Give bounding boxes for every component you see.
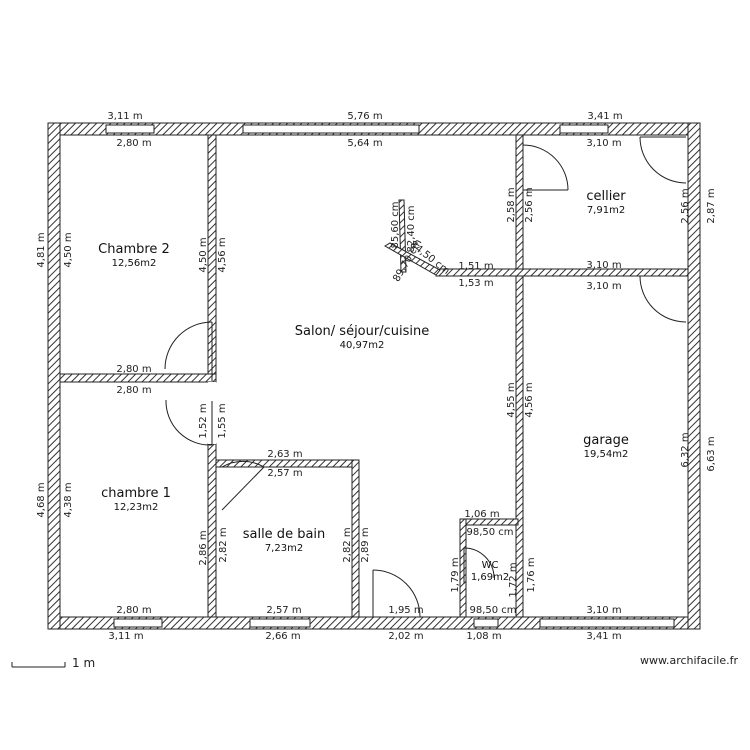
dim-label: 98,50 cm bbox=[466, 527, 513, 538]
dim-label: 4,68 m bbox=[36, 482, 47, 517]
dim-label: 4,55 m bbox=[506, 382, 517, 417]
dim-label: 1,06 m bbox=[464, 509, 499, 520]
dim-label: 2,63 m bbox=[267, 449, 302, 460]
window-bottom-garage bbox=[539, 618, 675, 628]
dim-label: 2,86 m bbox=[198, 530, 209, 565]
dim-label: 3,10 m bbox=[586, 260, 621, 271]
dim-label: 3,10 m bbox=[586, 138, 621, 149]
dim-label: 4,50 m bbox=[198, 237, 209, 272]
room-area-wc: 1,69m2 bbox=[471, 572, 509, 583]
site-credit: www.archifacile.fr bbox=[640, 654, 738, 667]
dim-label: 2,57 m bbox=[267, 468, 302, 479]
dim-label: 1,52 m bbox=[198, 403, 209, 438]
room-name-cellier: cellier bbox=[586, 189, 626, 204]
dim-label: 5,64 m bbox=[347, 138, 382, 149]
window-top-ch2 bbox=[105, 124, 155, 134]
dim-label: 2,80 m bbox=[116, 605, 151, 616]
dim-label: 3,11 m bbox=[107, 111, 142, 122]
dim-label: 2,80 m bbox=[116, 364, 151, 375]
dim-label: 85,60 cm bbox=[390, 201, 401, 248]
room-area-cellier: 7,91m2 bbox=[587, 205, 625, 216]
dim-label: 4,56 m bbox=[217, 237, 228, 272]
window-bottom-wc bbox=[473, 618, 499, 628]
dim-label: 4,81 m bbox=[36, 232, 47, 267]
dim-label: 2,82 m bbox=[218, 527, 229, 562]
dim-label: 2,56 m bbox=[680, 188, 691, 223]
room-area-sdb: 7,23m2 bbox=[265, 543, 303, 554]
dim-label: 2,89 m bbox=[360, 527, 371, 562]
dim-label: 2,80 m bbox=[116, 138, 151, 149]
horizontal-dimensions: 3,11 m 5,76 m 3,41 m 2,80 m 5,64 m 3,10 … bbox=[107, 111, 622, 642]
dim-label: 2,58 m bbox=[506, 187, 517, 222]
dim-label: 6,32 m bbox=[680, 432, 691, 467]
room-name-wc: WC bbox=[482, 560, 499, 571]
dim-label: 1,53 m bbox=[458, 278, 493, 289]
dim-label: 82,40 cm bbox=[406, 205, 417, 252]
room-area-chambre1: 12,23m2 bbox=[114, 502, 159, 513]
dim-label: 2,87 m bbox=[706, 188, 717, 223]
dim-label: 1,95 m bbox=[388, 605, 423, 616]
room-name-garage: garage bbox=[583, 433, 629, 448]
dim-label: 2,82 m bbox=[342, 527, 353, 562]
room-area-chambre2: 12,56m2 bbox=[112, 258, 157, 269]
room-name-chambre2: Chambre 2 bbox=[98, 242, 170, 257]
dim-label: 2,56 m bbox=[524, 187, 535, 222]
dim-label: 4,38 m bbox=[63, 482, 74, 517]
dim-label: 1,79 m bbox=[450, 557, 461, 592]
scale-bar: 1 m bbox=[11, 656, 95, 670]
dim-label: 3,41 m bbox=[586, 631, 621, 642]
interior-walls bbox=[59, 134, 689, 618]
room-name-chambre1: chambre 1 bbox=[101, 486, 171, 501]
window-top-salon bbox=[242, 124, 420, 134]
room-name-salon: Salon/ séjour/cuisine bbox=[295, 324, 429, 339]
dim-label: 4,56 m bbox=[524, 382, 535, 417]
room-labels: Chambre 2 12,56m2 Salon/ séjour/cuisine … bbox=[98, 189, 629, 583]
exterior-walls bbox=[47, 122, 701, 630]
dim-label: 2,66 m bbox=[265, 631, 300, 642]
dim-label: 3,11 m bbox=[108, 631, 143, 642]
dim-label: 98,50 cm bbox=[469, 605, 516, 616]
dim-label: 2,80 m bbox=[116, 385, 151, 396]
dim-label: 1,76 m bbox=[526, 557, 537, 592]
window-bottom-sdb bbox=[249, 618, 311, 628]
window-top-cellier bbox=[559, 124, 609, 134]
dim-label: 3,41 m bbox=[587, 111, 622, 122]
dim-label: 4,50 m bbox=[63, 232, 74, 267]
scale-label: 1 m bbox=[72, 656, 95, 670]
windows bbox=[105, 124, 675, 628]
dim-label: 1,51 m bbox=[458, 261, 493, 272]
dim-label: 5,76 m bbox=[347, 111, 382, 122]
room-area-salon: 40,97m2 bbox=[340, 340, 385, 351]
doors bbox=[164, 136, 687, 618]
dim-label: 2,57 m bbox=[266, 605, 301, 616]
dim-label: 6,63 m bbox=[706, 436, 717, 471]
dim-label: 1,08 m bbox=[466, 631, 501, 642]
dim-label: 2,02 m bbox=[388, 631, 423, 642]
diagonal-dimensions: 85,60 cm 82,40 cm 89,70 cm 84,50 cm bbox=[390, 201, 451, 283]
dim-label: 1,72 m bbox=[508, 562, 519, 597]
room-area-garage: 19,54m2 bbox=[584, 449, 629, 460]
room-name-sdb: salle de bain bbox=[243, 527, 326, 542]
window-bottom-ch1 bbox=[113, 618, 163, 628]
vertical-dimensions: 4,81 m 4,50 m 4,68 m 4,38 m 4,50 m 4,56 … bbox=[36, 187, 717, 597]
dim-label: 3,10 m bbox=[586, 281, 621, 292]
dim-label: 3,10 m bbox=[586, 605, 621, 616]
dim-label: 1,55 m bbox=[217, 403, 228, 438]
